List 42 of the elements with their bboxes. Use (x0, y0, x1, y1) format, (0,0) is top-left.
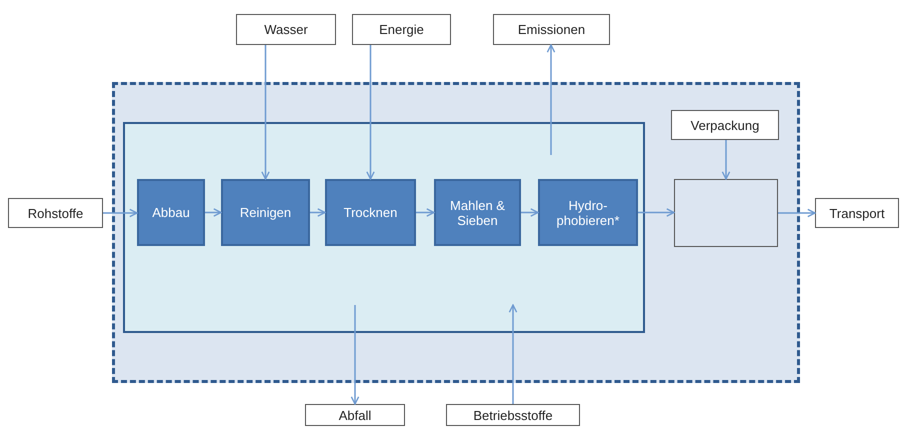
flow-box (493, 14, 610, 45)
box-label: Hydro- phobieren* (556, 198, 620, 228)
box-label: Betriebsstoffe (473, 408, 553, 422)
arrow (778, 208, 816, 218)
box-label: Verpackung (690, 118, 760, 132)
box-label: Trocknen (344, 205, 398, 220)
process-box (137, 179, 205, 246)
flow-box (671, 110, 779, 140)
box-label: Rohstoffe (28, 206, 84, 220)
process-group-box (123, 122, 645, 333)
flow-box (236, 14, 336, 45)
arrow (310, 208, 326, 217)
arrow (638, 208, 675, 217)
flow-box (8, 198, 103, 228)
process-box (538, 179, 638, 246)
flow-box (305, 404, 405, 426)
arrow (103, 208, 138, 218)
arrow (350, 305, 360, 405)
product-box (674, 179, 778, 247)
process-box (325, 179, 416, 246)
arrow (416, 208, 435, 217)
box-label: Reinigen (240, 205, 292, 220)
box-label: Transport (829, 206, 885, 220)
box-label: Mahlen & Sieben (449, 198, 506, 228)
arrow (508, 304, 518, 404)
arrow (261, 45, 270, 180)
arrow (521, 208, 539, 217)
box-label: Energie (379, 22, 424, 37)
flow-box (352, 14, 451, 45)
system-boundary (112, 82, 800, 383)
arrow (205, 208, 222, 217)
box-label: Wasser (264, 22, 308, 37)
flow-box (446, 404, 580, 426)
box-label: Abbau (152, 205, 190, 220)
process-box (221, 179, 310, 246)
arrow (546, 44, 556, 155)
box-label: Abfall (338, 408, 372, 422)
process-box (434, 179, 521, 246)
arrow (366, 45, 375, 180)
flow-box (815, 198, 899, 228)
box-label: Emissionen (518, 22, 586, 37)
arrow (722, 140, 730, 180)
